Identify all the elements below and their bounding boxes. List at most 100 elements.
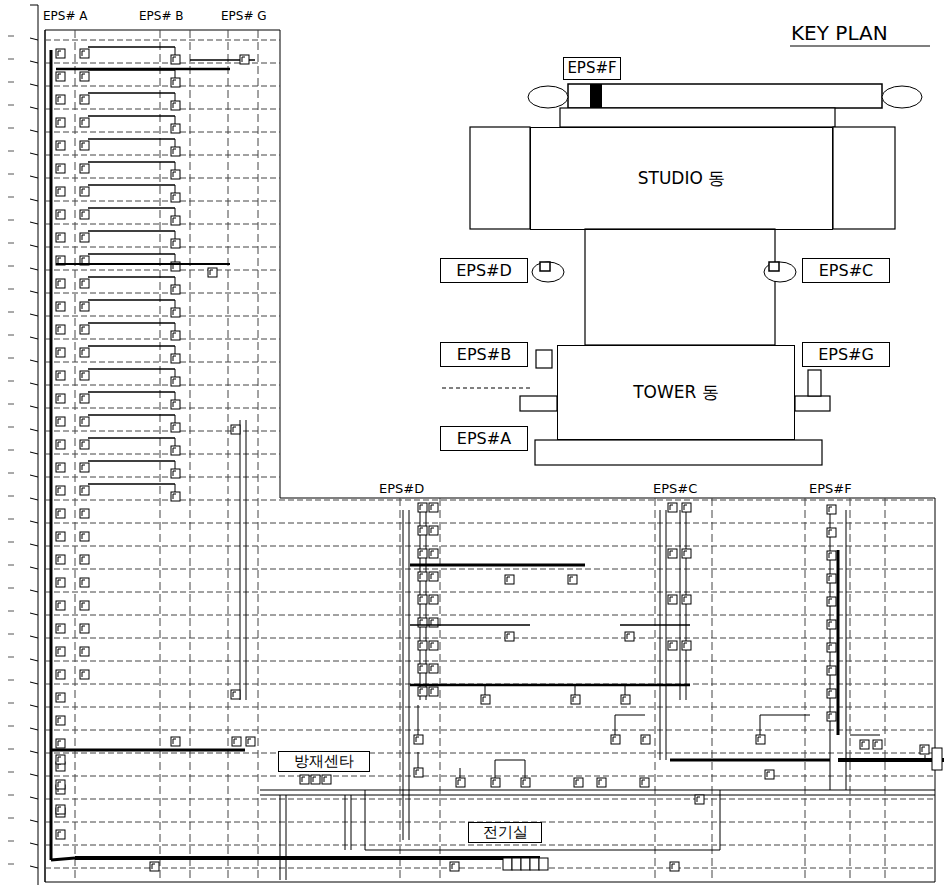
drawing-line xyxy=(260,795,935,796)
drawing-line xyxy=(8,519,14,520)
label-box: EPS#A xyxy=(440,426,528,451)
panel-symbol xyxy=(80,532,89,541)
drawing-line xyxy=(58,672,59,677)
drawing-line xyxy=(45,132,280,133)
drawing-line xyxy=(30,429,38,431)
drawing-line xyxy=(625,685,626,695)
drawing-line xyxy=(75,30,76,882)
drawing-line xyxy=(82,281,83,286)
drawing-line xyxy=(82,465,83,470)
drawing-line xyxy=(8,82,14,83)
drawing-line xyxy=(82,396,83,401)
panel-symbol xyxy=(171,124,180,133)
drawing-line xyxy=(58,718,59,723)
panel-symbol xyxy=(171,423,180,432)
drawing-line xyxy=(175,162,176,170)
panel-symbol xyxy=(827,620,836,629)
drawing-line xyxy=(51,858,75,860)
drawing-line xyxy=(58,695,59,700)
drawing-line xyxy=(420,666,421,671)
drawing-line xyxy=(58,189,59,194)
drawing-line xyxy=(82,74,83,79)
drawing-line xyxy=(431,574,432,579)
drawing-line xyxy=(409,510,410,840)
eps-shaft xyxy=(769,262,779,271)
drawing-line xyxy=(82,373,83,378)
drawing-line xyxy=(173,103,174,108)
drawing-line xyxy=(44,30,46,882)
drawing-line xyxy=(838,758,944,762)
panel-symbol xyxy=(682,503,691,512)
drawing-line xyxy=(82,304,83,309)
drawing-line xyxy=(697,797,698,802)
drawing-line xyxy=(82,51,83,56)
panel-symbol xyxy=(860,740,869,749)
drawing-line xyxy=(173,310,174,315)
drawing-line xyxy=(365,790,366,850)
drawing-line xyxy=(30,337,38,339)
drawing-line xyxy=(242,57,243,62)
panel-symbol xyxy=(56,187,65,196)
eps-shaft xyxy=(540,262,550,271)
drawing-line xyxy=(30,383,38,385)
drawing-line xyxy=(410,684,690,687)
node-text: 방재센타 xyxy=(294,753,354,770)
drawing-line xyxy=(82,442,83,447)
panel-symbol xyxy=(491,778,500,787)
drawing-line xyxy=(365,850,720,851)
drawing-line xyxy=(30,176,38,178)
panel-symbol xyxy=(56,670,65,679)
drawing-line xyxy=(175,70,176,78)
drawing-line xyxy=(45,684,935,685)
drawing-line xyxy=(30,521,38,523)
drawing-line xyxy=(829,691,830,696)
drawing-line xyxy=(420,505,421,510)
drawing-line xyxy=(233,692,234,697)
panel-symbol xyxy=(640,778,649,787)
drawing-line xyxy=(58,327,59,332)
panel-symbol xyxy=(56,555,65,564)
drawing-line xyxy=(805,498,806,882)
drawing-line xyxy=(58,350,59,355)
drawing-line xyxy=(175,208,176,216)
drawing-line xyxy=(302,777,303,782)
drawing-line xyxy=(416,737,417,742)
drawing-line xyxy=(30,636,38,638)
panel-symbol xyxy=(505,632,514,641)
drawing-line xyxy=(30,153,38,155)
panel-symbol xyxy=(322,775,331,784)
drawing-line xyxy=(8,266,14,267)
drawing-line xyxy=(82,488,83,493)
eps-label: EPS# G xyxy=(220,10,268,23)
link-block xyxy=(585,229,775,345)
node-text: EPS#B xyxy=(457,346,511,364)
drawing-line xyxy=(613,737,614,742)
drawing-line xyxy=(45,431,280,432)
drawing-line xyxy=(88,115,175,117)
panel-symbol xyxy=(827,643,836,652)
drawing-line xyxy=(82,603,83,608)
drawing-line xyxy=(420,643,421,648)
panel-symbol xyxy=(80,233,89,242)
panel-symbol xyxy=(56,509,65,518)
feeder-end xyxy=(932,748,942,770)
switchboard-symbol xyxy=(521,858,530,870)
panel-symbol xyxy=(56,95,65,104)
panel-symbol xyxy=(450,862,459,871)
panel-symbol xyxy=(56,780,65,789)
stair xyxy=(532,262,564,282)
label-box: 방재센타 xyxy=(278,751,370,772)
drawing-line xyxy=(642,780,643,785)
panel-symbol xyxy=(56,279,65,288)
drawing-line xyxy=(760,715,761,735)
drawing-line xyxy=(45,776,935,777)
drawing-line xyxy=(82,166,83,171)
panel-symbol xyxy=(208,268,217,277)
panel-symbol xyxy=(56,716,65,725)
drawing-line xyxy=(173,333,174,338)
drawing-line xyxy=(228,30,229,882)
panel-symbol xyxy=(56,371,65,380)
drawing-line xyxy=(8,841,14,842)
drawing-line xyxy=(420,689,421,694)
drawing-line xyxy=(875,742,876,747)
